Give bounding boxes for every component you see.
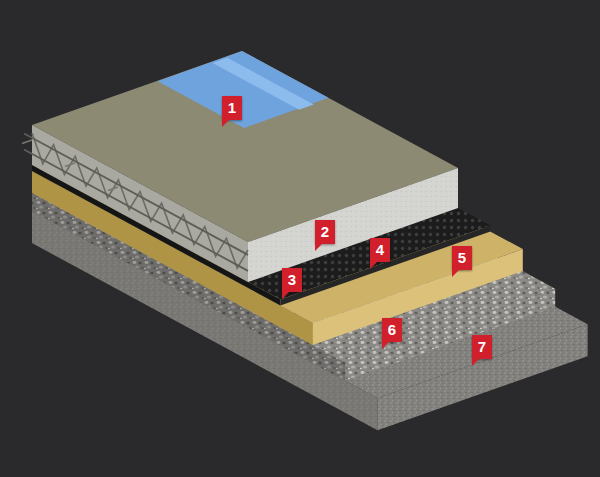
callout-number: 3 — [282, 268, 302, 292]
rebar-stub — [65, 163, 75, 167]
callout-number: 1 — [222, 96, 242, 120]
callout-number: 5 — [452, 246, 472, 270]
rebar-stub — [22, 140, 32, 144]
rebar-bar — [24, 134, 248, 255]
rebar-bar — [24, 150, 248, 271]
callout-number: 2 — [315, 220, 335, 244]
rebar-zigzag — [32, 133, 248, 268]
sheet — [158, 51, 329, 128]
callout-number: 6 — [382, 318, 402, 342]
callout-number: 4 — [370, 238, 390, 262]
callout-number: 7 — [472, 335, 492, 359]
waterproofing-sheet — [158, 51, 329, 128]
concrete-slab — [22, 51, 458, 282]
rebar-stub — [108, 187, 118, 191]
slab-right — [248, 168, 458, 282]
slab-front — [32, 125, 248, 282]
